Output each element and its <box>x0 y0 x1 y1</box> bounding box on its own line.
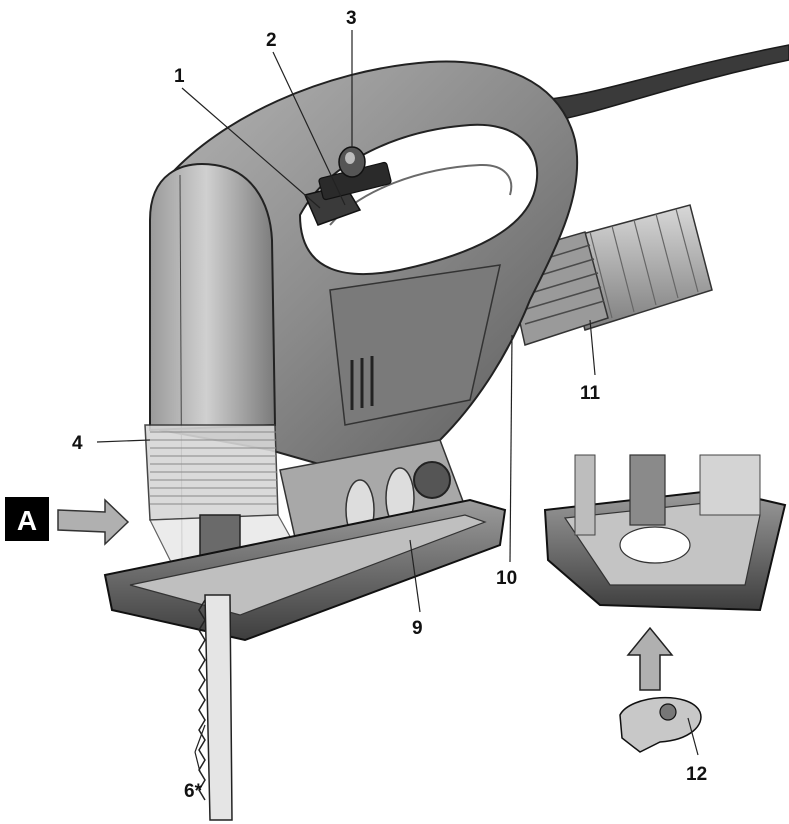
view-direction-arrow <box>57 498 130 546</box>
callout-12: 12 <box>686 764 707 785</box>
callout-10: 10 <box>496 568 517 589</box>
callout-3: 3 <box>346 8 357 29</box>
leader-lines <box>96 30 699 773</box>
callout-9: 9 <box>412 618 423 639</box>
insert-arrow <box>626 626 674 691</box>
splinter-guard <box>619 696 702 753</box>
callout-4: 4 <box>72 433 83 454</box>
power-cord <box>538 44 789 123</box>
front-housing <box>149 163 277 432</box>
figure-badge-label: A <box>17 505 37 536</box>
inset-base-view <box>543 454 787 612</box>
callout-2: 2 <box>266 30 277 51</box>
callout-1: 1 <box>174 66 185 87</box>
callout-6: 6* <box>184 781 203 802</box>
figure-badge-box <box>5 497 49 541</box>
saw-blade <box>198 594 233 821</box>
callout-11: 11 <box>580 383 601 404</box>
